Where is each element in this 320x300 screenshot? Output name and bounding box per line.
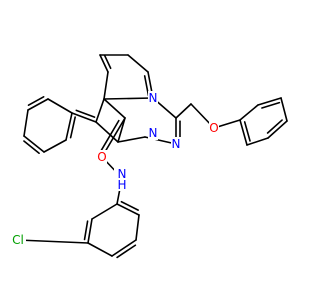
bond-double-10	[75, 109, 96, 118]
bond-29	[239, 119, 248, 146]
bond-double-29	[243, 121, 251, 142]
bond-16	[65, 112, 73, 141]
atom-label-nh-h: H	[117, 178, 126, 192]
bond-9	[95, 98, 105, 123]
bond-11	[47, 98, 73, 114]
atom-n-ring-a: N	[148, 126, 158, 140]
bond-17	[117, 136, 146, 143]
bond-double-12	[27, 96, 45, 106]
bond-26	[280, 97, 288, 122]
atom-label-layer: N N N O O N H Cl	[10, 91, 219, 247]
bond-double-27	[266, 119, 283, 134]
bond-double-36	[116, 244, 137, 259]
molecule-structure: N N N O O N H Cl	[10, 54, 288, 259]
bond-double-38	[120, 200, 139, 211]
atom-n-ring-b: N	[171, 137, 181, 151]
bond-24	[239, 104, 259, 121]
bond-3	[103, 71, 109, 100]
atom-label-cl: Cl	[12, 233, 24, 247]
bond-double-25	[261, 101, 281, 109]
bond-15	[43, 139, 67, 153]
bond-33	[91, 203, 118, 220]
atom-label-n-ring-b: N	[172, 137, 181, 151]
bond-14	[23, 135, 45, 153]
bond-7	[117, 117, 126, 143]
bond-double-34	[83, 220, 89, 241]
bond-6	[103, 98, 126, 119]
bond-double-16	[69, 116, 76, 139]
bond-28	[246, 137, 269, 146]
bond-12	[27, 98, 49, 111]
bond-layer	[17, 54, 288, 259]
atom-nh: N H	[114, 167, 130, 192]
bond-37	[135, 214, 140, 241]
bond-5	[103, 97, 154, 100]
bond-38	[116, 203, 140, 216]
atom-label-n-fused: N	[149, 91, 158, 105]
bond-8	[95, 121, 119, 143]
bond-34	[87, 218, 93, 244]
atom-cl: Cl	[10, 233, 26, 247]
bond-27	[267, 120, 288, 139]
bond-25	[257, 97, 282, 106]
bond-21	[175, 103, 192, 119]
bond-double-4	[103, 54, 112, 70]
atom-o-carbonyl: O	[97, 150, 107, 164]
bond-4	[99, 54, 109, 73]
bond-35	[87, 242, 113, 257]
atom-label-nh-n: N	[118, 167, 127, 181]
atom-label-o-ether: O	[209, 121, 218, 135]
bond-1	[127, 54, 149, 73]
bond-double-2	[143, 75, 150, 97]
bond-13	[23, 109, 29, 137]
bond-double-14	[23, 140, 40, 155]
atom-o-ether: O	[209, 121, 219, 135]
atom-n-fused: N	[148, 91, 158, 105]
atom-label-o-carbonyl: O	[97, 150, 106, 164]
atom-label-n-ring-a: N	[149, 126, 158, 140]
bond-double-30	[100, 119, 120, 152]
bond-39	[17, 239, 89, 244]
bond-10	[71, 112, 97, 123]
bond-36	[111, 239, 137, 257]
